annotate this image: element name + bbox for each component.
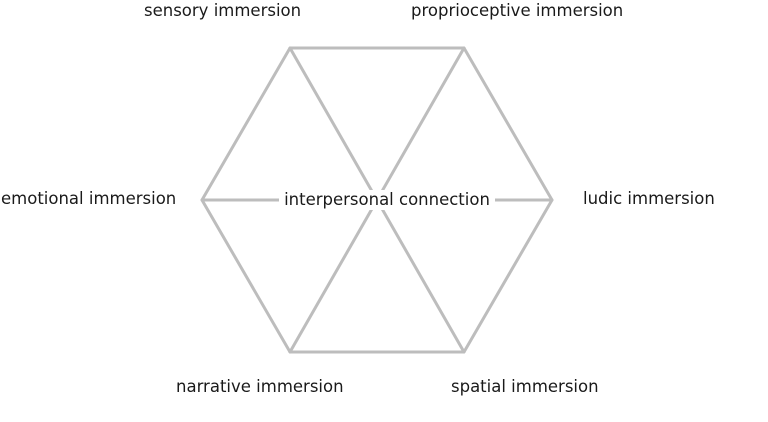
spoke-bottom-left	[288, 198, 379, 354]
spoke-top-right	[375, 46, 466, 202]
node-label-bottom-right: spatial immersion	[451, 377, 599, 396]
node-label-right: ludic immersion	[583, 189, 715, 208]
node-label-bottom-left: narrative immersion	[176, 377, 344, 396]
center-label: interpersonal connection	[279, 190, 495, 210]
spoke-bottom-right	[375, 198, 466, 354]
spoke-top-left	[288, 46, 379, 202]
node-label-top-left: sensory immersion	[144, 1, 302, 20]
node-label-top-right: proprioceptive immersion	[411, 1, 624, 20]
node-label-left: emotional immersion	[1, 189, 177, 208]
